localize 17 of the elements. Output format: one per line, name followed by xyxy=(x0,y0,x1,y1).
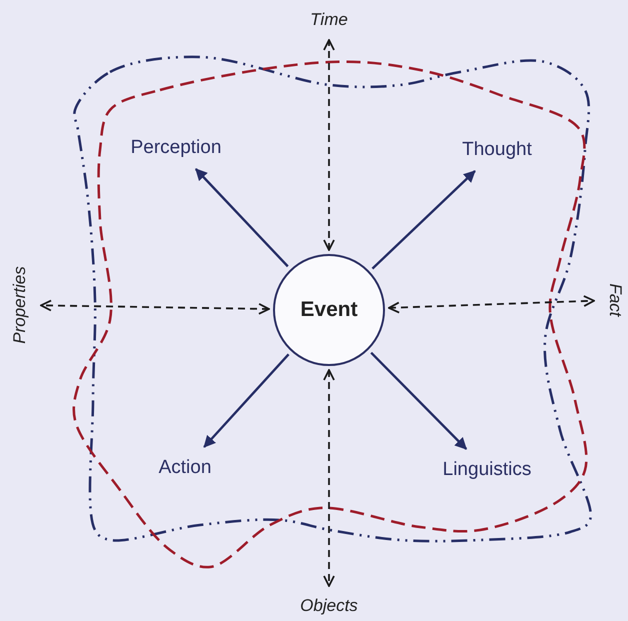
category-label: Perception xyxy=(128,135,224,161)
category-label: Linguistics xyxy=(440,457,534,483)
dashed-double-arrow xyxy=(388,295,595,314)
dashed-double-arrow xyxy=(323,39,335,251)
arrow xyxy=(370,352,468,450)
arrow xyxy=(194,168,289,268)
category-label: Fact xyxy=(602,281,628,319)
arrow xyxy=(372,170,476,270)
category-label: Action xyxy=(156,455,214,481)
dashed-double-arrow xyxy=(323,369,335,587)
category-label: Thought xyxy=(459,137,535,163)
category-label: Properties xyxy=(7,264,33,346)
event-circle: Event xyxy=(273,254,385,366)
arrow xyxy=(203,354,290,448)
category-label: Objects xyxy=(297,594,361,618)
category-label: Time xyxy=(307,8,351,32)
dashed-double-arrow xyxy=(40,300,270,315)
